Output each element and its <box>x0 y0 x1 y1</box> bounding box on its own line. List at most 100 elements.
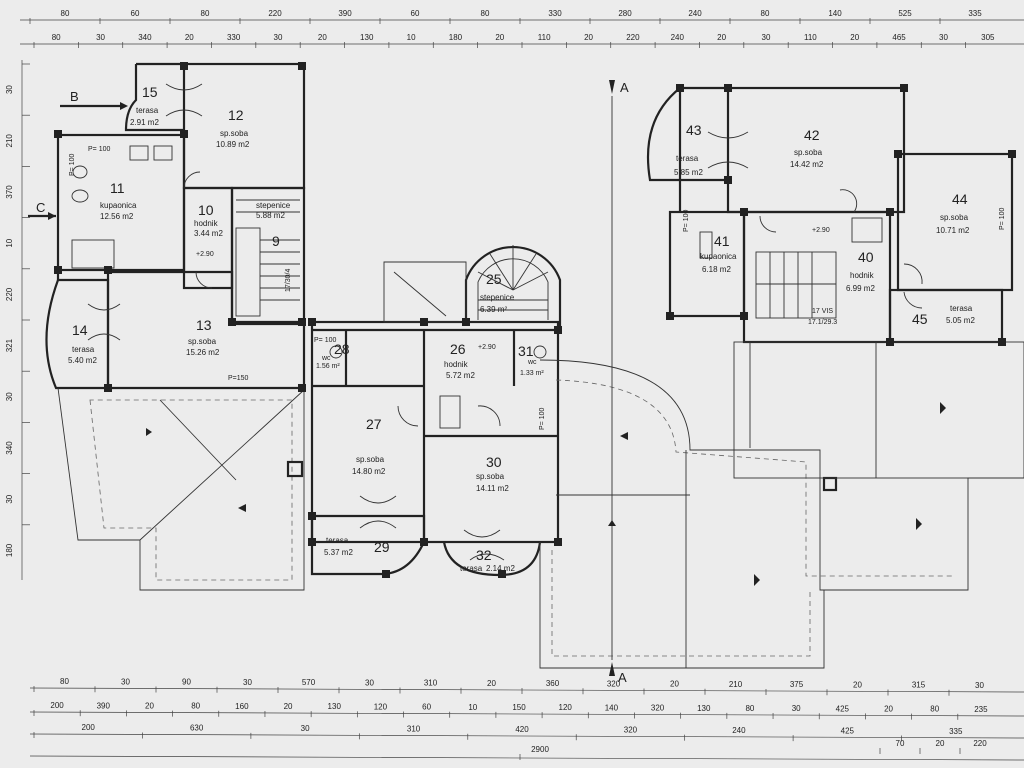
room-42: 42 sp.soba 14.42 m2 <box>790 127 824 169</box>
svg-text:29: 29 <box>374 539 390 555</box>
section-label-b: B <box>70 89 79 104</box>
svg-text:hodnik: hodnik <box>444 360 469 369</box>
svg-text:5.37 m2: 5.37 m2 <box>324 548 353 557</box>
dimension-label: 120 <box>374 702 388 711</box>
svg-text:6.18 m2: 6.18 m2 <box>702 265 731 274</box>
svg-text:30: 30 <box>486 454 502 470</box>
svg-text:wc: wc <box>321 355 331 362</box>
dimension-label: 280 <box>618 9 632 18</box>
room-30: 30 sp.soba 14.11 m2 <box>476 454 509 493</box>
door-symbols <box>87 83 923 561</box>
svg-text:hodnik: hodnik <box>194 219 219 228</box>
room-31: 31 wc 1.33 m² <box>518 343 544 377</box>
dimension-label: 220 <box>5 287 14 301</box>
dimension-label: 80 <box>761 9 770 18</box>
right-wing-walls <box>646 86 1024 479</box>
svg-text:6.39 m²: 6.39 m² <box>480 305 507 314</box>
svg-text:P= 100: P= 100 <box>999 208 1006 230</box>
room-43: 43 terasa 5.85 m2 <box>674 122 703 177</box>
svg-text:14.80 m2: 14.80 m2 <box>352 467 386 476</box>
svg-text:12: 12 <box>228 107 244 123</box>
dimension-label: 20 <box>584 33 593 42</box>
dimension-label: 375 <box>790 680 804 689</box>
svg-text:5.05 m2: 5.05 m2 <box>946 316 975 325</box>
svg-text:terasa: terasa <box>950 304 973 313</box>
svg-text:terasa: terasa <box>676 154 699 163</box>
svg-text:P= 100: P= 100 <box>683 210 690 232</box>
svg-text:1.33 m²: 1.33 m² <box>520 370 544 377</box>
room-14: 14 terasa 5.40 m2 <box>68 322 97 365</box>
dimension-label: 10 <box>5 238 14 247</box>
dimension-label: 320 <box>651 704 665 713</box>
dimension-label: 235 <box>974 705 988 714</box>
svg-text:hodnik: hodnik <box>850 271 875 280</box>
dimension-label: 80 <box>201 9 210 18</box>
svg-text:17 VIS: 17 VIS <box>812 308 833 315</box>
svg-text:17.1/29.3: 17.1/29.3 <box>808 319 837 326</box>
svg-text:10.71 m2: 10.71 m2 <box>936 226 970 235</box>
svg-text:+2.90: +2.90 <box>196 251 214 258</box>
dimension-label: 80 <box>930 705 939 714</box>
svg-text:10.89 m2: 10.89 m2 <box>216 140 250 149</box>
room-45: 45 terasa 5.05 m2 <box>912 304 975 327</box>
dimension-label: 130 <box>697 704 711 713</box>
dimension-label: 305 <box>981 33 995 42</box>
dimension-label: 30 <box>301 724 310 733</box>
dimension-label: 60 <box>411 9 420 18</box>
dimension-label: 30 <box>96 33 105 42</box>
svg-text:+2.90: +2.90 <box>478 344 496 351</box>
dimension-label: 90 <box>182 678 191 687</box>
svg-text:P= 100: P= 100 <box>69 154 76 176</box>
dimension-label: 335 <box>949 727 963 736</box>
dimension-label: 20 <box>145 701 154 710</box>
room-26: 26 hodnik 5.72 m2 <box>444 341 475 380</box>
dimension-label: 335 <box>968 9 982 18</box>
dimension-label: 80 <box>61 9 70 18</box>
dimension-label: 20 <box>487 679 496 688</box>
svg-text:41: 41 <box>714 233 730 249</box>
svg-text:5.88 m2: 5.88 m2 <box>256 211 285 220</box>
svg-text:P= 100: P= 100 <box>539 408 546 430</box>
room-11: 11 kupaonica 12.56 m2 <box>100 180 137 221</box>
dimension-label: 330 <box>548 9 562 18</box>
svg-text:40: 40 <box>858 249 874 265</box>
dimension-label: 30 <box>121 677 130 686</box>
svg-text:5.72 m2: 5.72 m2 <box>446 371 475 380</box>
dimension-label: 30 <box>792 704 801 713</box>
svg-text:43: 43 <box>686 122 702 138</box>
dimension-label: 370 <box>5 185 14 199</box>
svg-text:17/30/4: 17/30/4 <box>285 269 292 292</box>
dimension-label: 425 <box>836 704 850 713</box>
dimension-label: 220 <box>973 739 987 748</box>
svg-text:sp.soba: sp.soba <box>220 129 249 138</box>
svg-text:kupaonica: kupaonica <box>100 201 137 210</box>
dimension-label: 320 <box>607 679 621 688</box>
dimension-label: 315 <box>912 681 926 690</box>
dimension-label: 360 <box>546 679 560 688</box>
dimension-label: 525 <box>898 9 912 18</box>
svg-text:stepenice: stepenice <box>256 201 291 210</box>
dimension-label: 20 <box>185 33 194 42</box>
svg-text:6.99 m2: 6.99 m2 <box>846 284 875 293</box>
dimension-label: 570 <box>302 678 316 687</box>
svg-text:2.14 m2: 2.14 m2 <box>486 564 515 573</box>
dimension-label: 20 <box>853 680 862 689</box>
svg-text:2.91 m2: 2.91 m2 <box>130 118 159 127</box>
dimension-label: 321 <box>5 338 14 352</box>
dimension-label: 60 <box>422 703 431 712</box>
room-28: 28 wc 1.56 m² <box>316 341 350 370</box>
svg-text:wc: wc <box>527 359 537 366</box>
svg-text:sp.soba: sp.soba <box>356 455 385 464</box>
svg-text:9: 9 <box>272 233 280 249</box>
svg-text:27: 27 <box>366 416 382 432</box>
section-label-a-top: A <box>620 80 629 95</box>
dimension-label: 30 <box>975 681 984 690</box>
dimension-label: 160 <box>235 702 249 711</box>
dimension-label: 210 <box>5 134 14 148</box>
svg-text:3.44 m2: 3.44 m2 <box>194 229 223 238</box>
dimension-label: 20 <box>936 739 945 748</box>
